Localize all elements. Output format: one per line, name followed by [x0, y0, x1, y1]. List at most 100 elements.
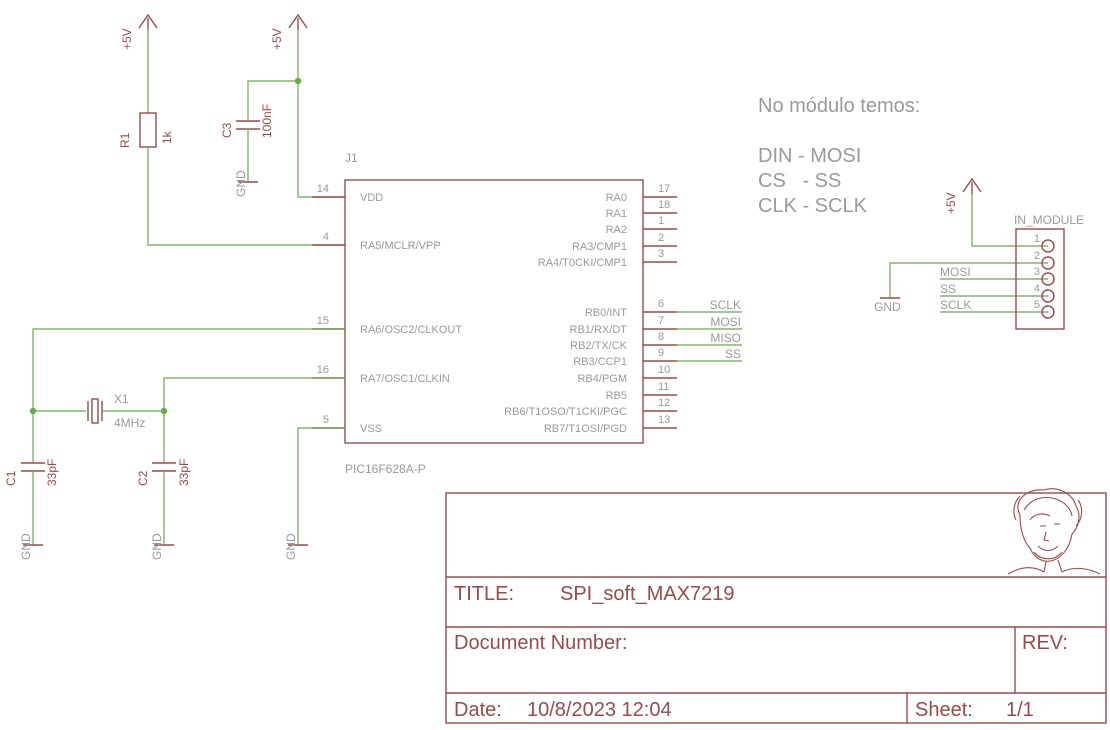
pin-number: 13 [658, 414, 670, 426]
gnd-label: GND [19, 533, 33, 560]
pin-number: 4 [323, 231, 329, 243]
pin-number: 18 [658, 199, 670, 211]
pin-number: 7 [658, 315, 664, 327]
r1-value: 1k [160, 130, 174, 144]
rev-label: REV: [1022, 632, 1068, 654]
module-pin-5[interactable]: 5 [1034, 299, 1055, 319]
c1-name: C1 [4, 470, 18, 486]
pin-label: RB0/INT [585, 307, 627, 319]
pin-label: RB6/T1OSO/T1CKI/PGC [504, 406, 627, 418]
pin-label: RB1/RX/DT [570, 324, 628, 336]
pin-label: RB5 [606, 390, 627, 402]
gnd-symbol-module: GND [874, 297, 901, 314]
pin-label: RB7/T1OSI/PGD [544, 423, 627, 435]
title-label: TITLE: [454, 583, 514, 605]
wire-vcc-vdd [297, 30, 345, 198]
pin-label: VDD [360, 192, 383, 204]
gnd-label: GND [284, 533, 298, 560]
net-label-sclk: SCLK [710, 298, 741, 312]
wire-vcc-module [971, 194, 1048, 247]
module-net-mosi: MOSI [940, 265, 971, 279]
pin-number: 1 [1034, 233, 1040, 245]
c2-name: C2 [136, 470, 150, 486]
capacitor-c1[interactable]: C1 33pF [4, 459, 59, 486]
pin-number: 4 [1034, 283, 1040, 295]
pin-number: 14 [317, 183, 329, 195]
x1-name: X1 [114, 392, 129, 406]
pin-number: 5 [1034, 299, 1040, 311]
c3-value: 100nF [260, 104, 274, 138]
pin-label: RA2 [606, 224, 627, 236]
note-line-3: CLK - SCLK [758, 195, 868, 217]
wire-module-gnd [889, 262, 1048, 298]
pin-number: 9 [658, 347, 664, 359]
pin-contact [1041, 272, 1055, 286]
pin-label: VSS [360, 423, 382, 435]
capacitor-c3[interactable]: C3 100nF [220, 104, 274, 138]
net-label-mosi: MOSI [710, 315, 741, 329]
wire-osc2 [32, 328, 345, 411]
mcu-name: J1 [345, 151, 358, 165]
capacitor-c2[interactable]: C2 33pF [136, 459, 191, 486]
module-name: IN_MODULE [1014, 213, 1084, 227]
mcu-j1[interactable]: J1 PIC16F628A-P 14VDD4RA5/MCLR/VPP15RA6/… [312, 151, 677, 476]
sheet-value: 1/1 [1006, 699, 1034, 721]
module-pin-4[interactable]: 4 [1034, 283, 1055, 303]
pin-label: RA4/T0CKI/CMP1 [538, 257, 627, 269]
pin-number: 5 [323, 414, 329, 426]
crystal-x1[interactable]: X1 4MHz [87, 392, 145, 430]
pin-label: RB4/PGM [577, 373, 627, 385]
resistor-r1[interactable]: R1 1k [118, 112, 174, 148]
module-pin-3[interactable]: 3 [1034, 266, 1055, 286]
pin-label: RA5/MCLR/VPP [360, 240, 441, 252]
c3-name: C3 [220, 122, 234, 138]
wire-osc1 [163, 377, 345, 411]
pin-number: 15 [317, 315, 329, 327]
vcc-symbol-r1: +5V [120, 13, 158, 50]
wire-r1-mclr [147, 147, 345, 246]
pin-number: 16 [317, 364, 329, 376]
module-pin-1[interactable]: 1 [1034, 233, 1055, 253]
vcc-label: +5V [270, 28, 284, 50]
module-net-ss: SS [940, 282, 956, 296]
pin-label: RA3/CMP1 [572, 241, 627, 253]
vcc-symbol-module: +5V [944, 177, 982, 214]
pin-number: 3 [1034, 266, 1040, 278]
pin-label: RA6/OSC2/CLKOUT [360, 324, 462, 336]
mcu-part: PIC16F628A-P [345, 462, 426, 476]
mcu-net-lines [677, 311, 742, 362]
pin-contact [1041, 305, 1055, 319]
pin-label: RA7/OSC1/CLKIN [360, 373, 450, 385]
pin-number: 6 [658, 298, 664, 310]
c1-value: 33pF [45, 459, 59, 486]
pin-number: 3 [658, 248, 664, 260]
pin-label: RA1 [606, 208, 627, 220]
date-label: Date: [454, 699, 502, 721]
title-value: SPI_soft_MAX7219 [560, 583, 735, 605]
wire-vcc-c3 [247, 80, 298, 121]
pin-number: 1 [658, 215, 664, 227]
net-label-miso: MISO [710, 331, 741, 345]
module-pin-2[interactable]: 2 [1034, 250, 1055, 270]
pin-number: 11 [658, 381, 669, 393]
